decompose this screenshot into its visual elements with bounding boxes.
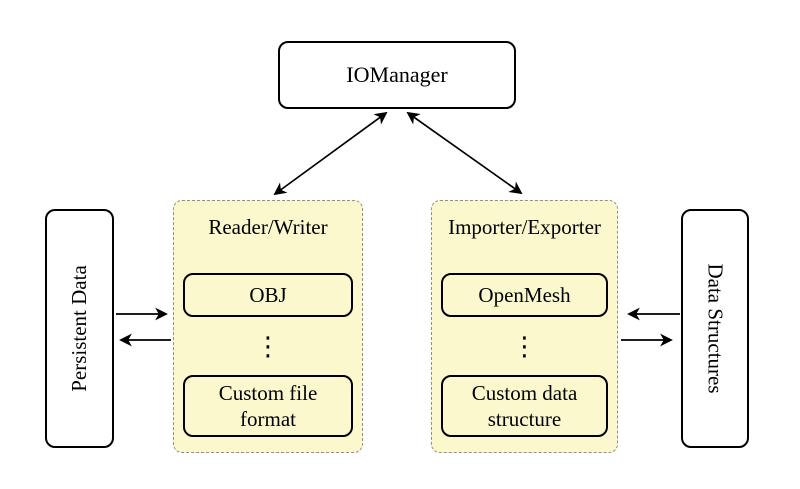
node-openmesh: OpenMesh — [441, 273, 608, 317]
node-iomanager-label: IOManager — [346, 61, 448, 87]
node-obj-label: OBJ — [249, 282, 287, 307]
node-data-structures: Data Structures — [681, 209, 749, 448]
node-obj: OBJ — [183, 273, 353, 317]
group-reader-writer: Reader/Writer OBJ ⋮ Custom file format — [173, 200, 363, 453]
node-custom-data-structure: Custom data structure — [441, 375, 608, 437]
node-persistent-data-label: Persistent Data — [67, 265, 91, 392]
node-openmesh-label: OpenMesh — [478, 282, 571, 307]
vdots-importer-exporter: ⋮ — [511, 332, 538, 362]
group-importer-exporter: Importer/Exporter OpenMesh ⋮ Custom data… — [431, 200, 618, 453]
node-custom-file-format: Custom file format — [183, 375, 353, 437]
node-custom-data-structure-label: Custom data structure — [471, 380, 578, 431]
node-persistent-data: Persistent Data — [45, 209, 114, 448]
arrow-iomanager-importer-exporter — [406, 111, 523, 195]
group-importer-exporter-label: Importer/Exporter — [448, 215, 601, 239]
group-reader-writer-label: Reader/Writer — [208, 215, 328, 239]
arrow-iomanager-reader-writer — [273, 111, 388, 196]
vdots-reader-writer: ⋮ — [255, 332, 281, 362]
node-data-structures-label: Data Structures — [703, 263, 728, 394]
node-custom-file-format-label: Custom file format — [218, 380, 318, 431]
node-iomanager: IOManager — [278, 41, 516, 109]
